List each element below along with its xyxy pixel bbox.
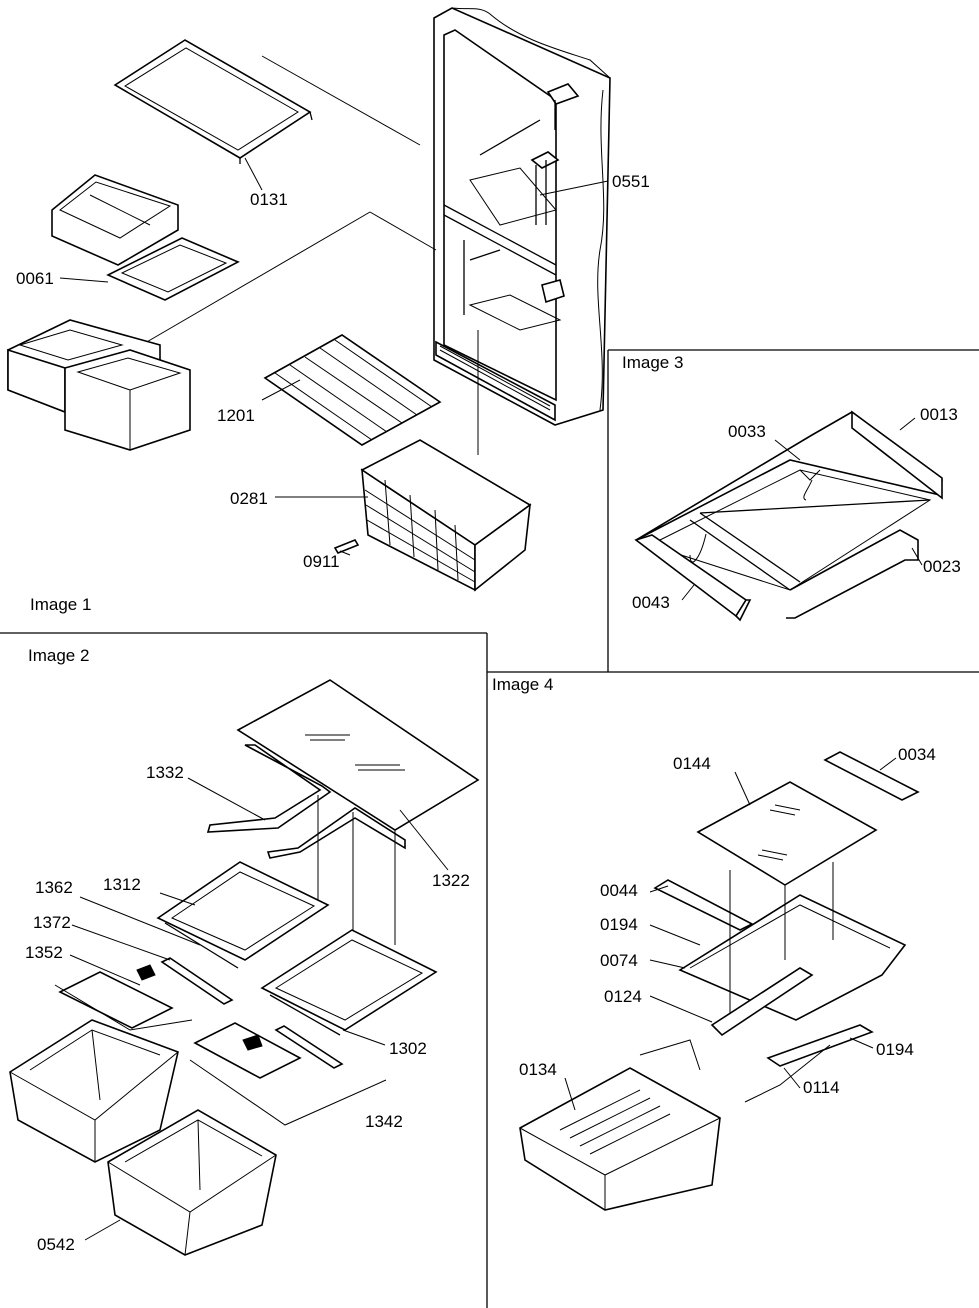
image4-drawing [519, 751, 920, 1211]
callout-1302: 1302 [389, 1039, 427, 1058]
glass-shelf-0131 [113, 39, 313, 164]
crisper-drawer-upper [9, 1019, 179, 1163]
callout-1201: 1201 [217, 406, 255, 425]
rail-0034 [823, 751, 920, 801]
callout-0013: 0013 [920, 405, 958, 424]
callout-0074: 0074 [600, 951, 638, 970]
callout-1362: 1362 [35, 878, 73, 897]
refrigerator-cabinet [433, 7, 611, 426]
callout-0023: 0023 [923, 557, 961, 576]
callout-0144: 0144 [673, 754, 711, 773]
drawer-frame-0074 [678, 862, 907, 1021]
callout-1322: 1322 [432, 871, 470, 890]
callout-0281: 0281 [230, 489, 268, 508]
glass-shelf-0144 [696, 781, 878, 886]
image2-drawing [9, 679, 480, 1256]
crisper-drawer-0134 [519, 1067, 721, 1211]
callout-0542: 0542 [37, 1235, 75, 1254]
wire-shelf-1201 [263, 334, 442, 446]
callout-1352: 1352 [25, 943, 63, 962]
callout-0034: 0034 [898, 745, 936, 764]
slide-0124 [710, 967, 814, 1037]
panel-title-image4: Image 4 [492, 675, 553, 694]
image3-drawing [634, 410, 943, 622]
panel-borders [0, 349, 979, 1308]
wire-basket-0281 [360, 439, 532, 592]
callout-0043: 0043 [632, 593, 670, 612]
callout-1372: 1372 [33, 913, 71, 932]
callout-0061: 0061 [16, 269, 54, 288]
callout-0044: 0044 [600, 881, 638, 900]
crisper-drawer-lower-0542 [107, 1109, 277, 1256]
callout-0134: 0134 [519, 1060, 557, 1079]
callout-0551: 0551 [612, 172, 650, 191]
callout-1312: 1312 [103, 875, 141, 894]
callout-1342: 1342 [365, 1112, 403, 1131]
crisper-frame-1302 [260, 929, 438, 1036]
callout-0114: 0114 [803, 1078, 840, 1097]
callout-0911: 0911 [303, 552, 340, 571]
panel-title-image3: Image 3 [622, 353, 683, 372]
callout-1332: 1332 [146, 763, 184, 782]
crisper-frame-1312 [156, 861, 330, 969]
image1-drawing [7, 7, 611, 592]
crisper-drawers [7, 319, 191, 451]
slide-0114 [766, 1024, 874, 1067]
glass-shelf-1322 [236, 679, 480, 831]
rail-0044 [653, 879, 754, 931]
callout-0131: 0131 [250, 190, 288, 209]
callout-0033: 0033 [728, 422, 766, 441]
callout-0194-lower: 0194 [876, 1040, 914, 1059]
panel-title-image2: Image 2 [28, 646, 89, 665]
deli-drawer-0061 [51, 174, 240, 301]
clip-0911 [333, 539, 360, 554]
panel-title-image1: Image 1 [30, 595, 91, 614]
callout-0194-upper: 0194 [600, 915, 638, 934]
callout-0124: 0124 [604, 987, 642, 1006]
